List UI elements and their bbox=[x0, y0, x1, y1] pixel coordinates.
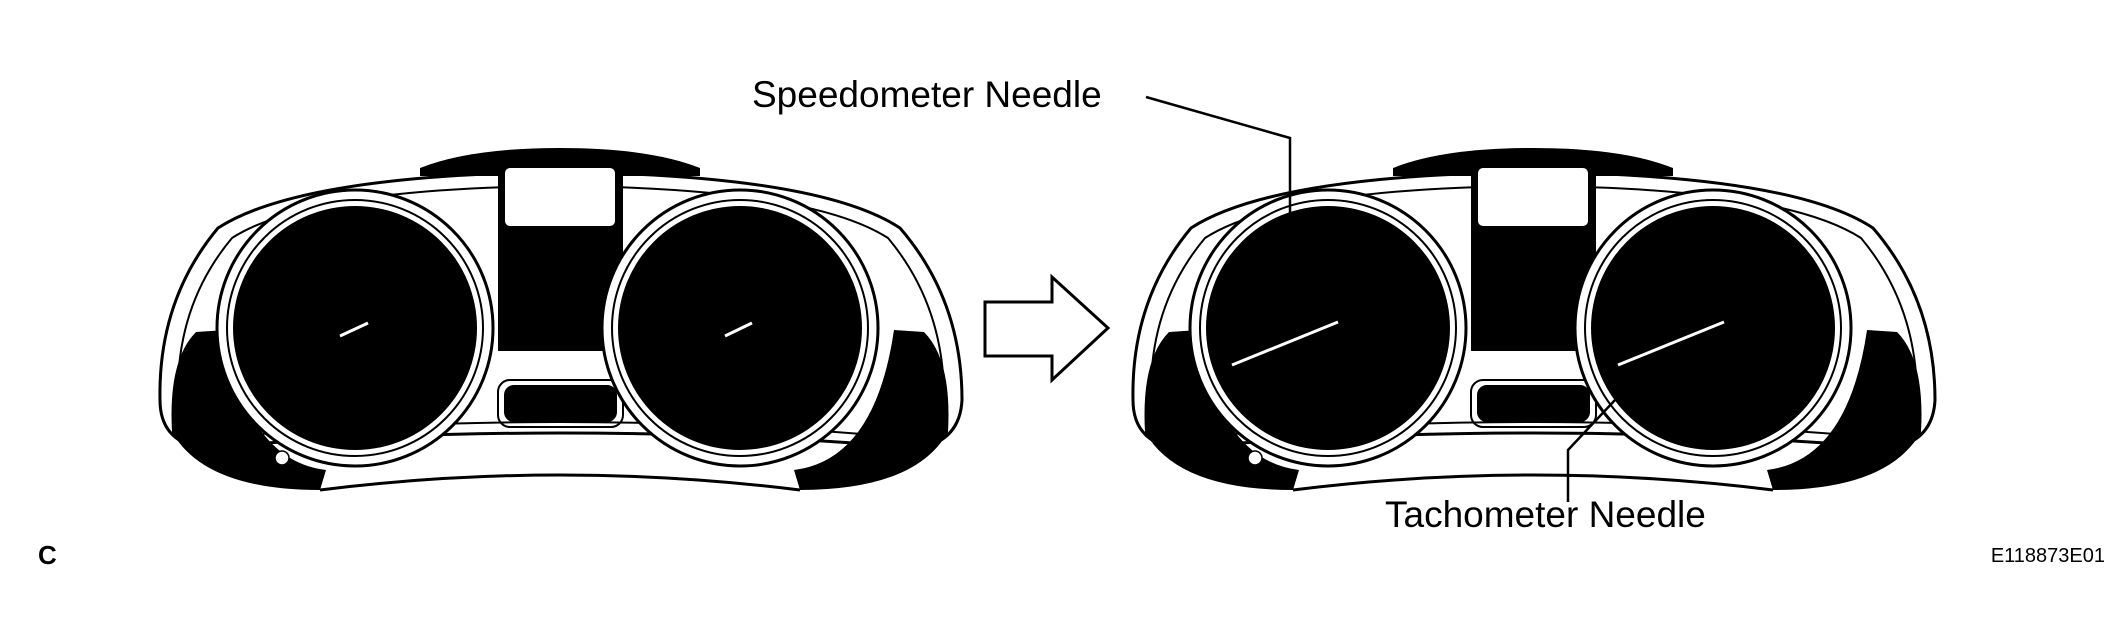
speedometer-callout: Speedometer Needle bbox=[752, 74, 1292, 338]
speedometer-needle-after bbox=[1231, 320, 1339, 367]
tachometer-callout: Tachometer Needle bbox=[1385, 349, 1706, 535]
speedometer-needle-label: Speedometer Needle bbox=[752, 74, 1102, 115]
speedometer-needle-before bbox=[339, 321, 369, 338]
tachometer-needle-before bbox=[724, 321, 753, 338]
corner-letter: C bbox=[38, 540, 57, 570]
right-arrow-icon bbox=[983, 273, 1111, 384]
tachometer-needle-label: Tachometer Needle bbox=[1385, 494, 1706, 535]
figure-code: E118873E01 bbox=[1991, 545, 2105, 567]
cluster-before bbox=[158, 146, 964, 492]
cluster-after bbox=[1131, 146, 1937, 492]
tachometer-needle-after bbox=[1617, 320, 1725, 367]
